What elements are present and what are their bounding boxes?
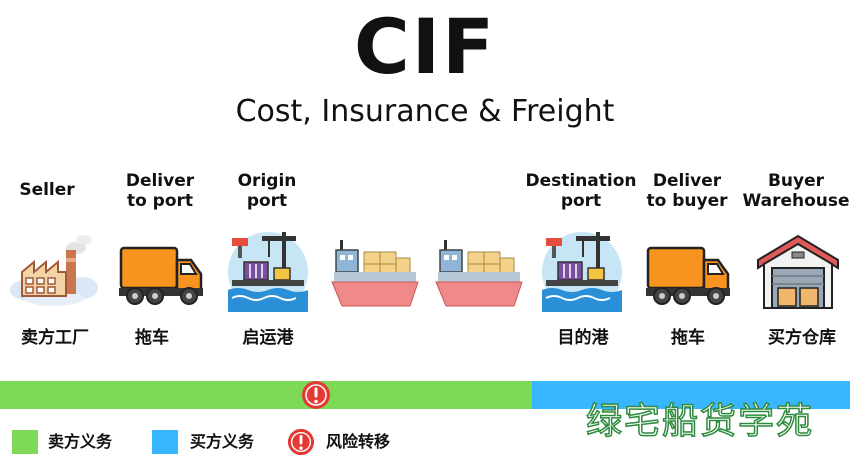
seller-obligation-bar <box>0 381 532 409</box>
stage-cn-truck-destination: 拖车 <box>671 328 705 348</box>
stage-cn-truck-origin: 拖车 <box>135 328 169 348</box>
truck-icon <box>115 228 207 312</box>
legend-risk-icon <box>287 428 315 456</box>
legend-label-seller: 卖方义务 <box>48 432 113 451</box>
watermark-text: 绿宅船货学苑 <box>585 400 815 443</box>
legend-label-buyer: 买方义务 <box>190 432 255 451</box>
buyer-obligation-bar <box>532 381 850 409</box>
stage-cn-buyer-warehouse: 买方仓库 <box>768 328 836 348</box>
port-crane-icon <box>536 228 628 312</box>
cargo-ship-icon <box>434 228 526 312</box>
stage-cn-destination-port: 目的港 <box>557 328 609 348</box>
stage-label-seller: Seller <box>19 180 75 200</box>
page-title: CIF <box>354 2 496 91</box>
risk-transfer-icon <box>301 380 331 410</box>
stage-label-origin-port: Origin port <box>237 171 297 211</box>
factory-icon <box>8 228 100 312</box>
stage-label-buyer-warehouse: Buyer Warehouse <box>742 171 850 211</box>
warehouse-icon <box>752 228 844 312</box>
truck-icon <box>642 228 734 312</box>
legend-label-risk: 风险转移 <box>326 432 391 451</box>
page-subtitle: Cost, Insurance & Freight <box>235 94 615 129</box>
stage-label-deliver-to-port: Deliver to port <box>125 171 195 211</box>
stage-cn-origin-port: 启运港 <box>242 328 294 348</box>
port-crane-icon <box>222 228 314 312</box>
legend-swatch-buyer <box>152 430 178 454</box>
cargo-ship-icon <box>330 228 422 312</box>
stage-label-deliver-to-buyer: Deliver to buyer <box>646 171 728 211</box>
legend-swatch-seller <box>12 430 38 454</box>
stage-cn-seller-factory: 卖方工厂 <box>21 328 89 348</box>
stage-label-destination-port: Destination port <box>525 171 637 211</box>
